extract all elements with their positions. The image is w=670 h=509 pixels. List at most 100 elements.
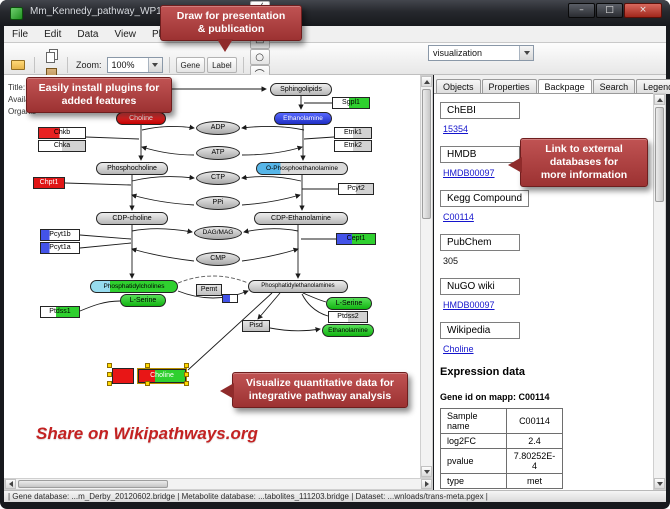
pathway-node-ethanolamine[interactable]: Ethanolamine — [274, 112, 332, 125]
maximize-button[interactable]: □ — [596, 3, 623, 18]
zoom-select[interactable]: 100% — [106, 57, 163, 73]
table-cell-value: C00114 — [506, 408, 563, 434]
pathway-node-box[interactable] — [112, 368, 134, 384]
scroll-right-icon[interactable] — [421, 479, 432, 489]
pathway-node-ethanolamine[interactable]: Ethanolamine — [322, 324, 374, 337]
pathway-node-pcyt2[interactable]: Pcyt2 — [338, 183, 374, 195]
pathway-node-adp[interactable]: ADP — [196, 121, 240, 135]
pathway-node-cdp-choline[interactable]: CDP-choline — [96, 212, 168, 225]
menu-bar: FileEditDataViewPluginsHelp — [4, 26, 666, 43]
pathway-node-phosphatidylethanolamines[interactable]: Phosphatidylethanolamines — [248, 280, 348, 293]
pathway-node-chpt1[interactable]: Chpt1 — [33, 177, 65, 189]
menu-item-edit[interactable]: Edit — [44, 28, 62, 40]
callout-arrow-icon — [220, 383, 234, 399]
table-cell-value: 7.80252E-4 — [506, 448, 563, 474]
visualization-select[interactable]: visualization — [428, 45, 534, 61]
visualization-value: visualization — [433, 48, 483, 58]
backpage-link[interactable]: HMDB00097 — [443, 168, 495, 178]
copy-button[interactable] — [41, 47, 61, 65]
pathway-node-pemt[interactable]: Pemt — [196, 284, 222, 296]
tab-backpage[interactable]: Backpage — [537, 79, 592, 95]
toolbar-buttons: Zoom: 100% Gene Label ╱→▭○⌒[⌐∟ — [8, 1, 270, 129]
pathway-node-cdp-ethanolamine[interactable]: CDP-Ethanolamine — [254, 212, 348, 225]
scrollbar-thumb[interactable] — [18, 480, 168, 488]
menu-item-view[interactable]: View — [114, 28, 136, 40]
callout-install-plugins: Easily install plugins for added feature… — [26, 77, 172, 113]
callout-arrow-icon — [508, 157, 522, 173]
backpage-link[interactable]: HMDB00097 — [443, 300, 495, 310]
scrollbar-thumb[interactable] — [655, 107, 664, 202]
pathway-node-phosphatidylcholines[interactable]: Phosphatidylcholines — [90, 280, 178, 293]
pathway-node-pcyt1a[interactable]: Pcyt1a — [40, 242, 80, 254]
pathway-node-l-serine[interactable]: L-Serine — [120, 294, 166, 307]
callout-draw-for-presentation: Draw for presentation & publication — [160, 5, 302, 52]
tab-objects[interactable]: Objects — [436, 79, 481, 94]
menu-item-data[interactable]: Data — [77, 28, 99, 40]
ellipse-tool-button[interactable]: ○ — [249, 49, 270, 65]
window-titlebar: Mm_Kennedy_pathway_WP1771_45176.gpml – □… — [0, 0, 670, 26]
backpage-section-header: HMDB — [440, 146, 520, 163]
pathway-info-label: Organis — [8, 107, 37, 116]
scroll-down-icon[interactable] — [421, 466, 432, 477]
chevron-down-icon[interactable] — [519, 46, 533, 60]
canvas-horizontal-scrollbar[interactable] — [4, 478, 433, 490]
callout-text: integrative pathway analysis — [248, 390, 392, 402]
pathway-node-choline[interactable]: Choline — [116, 112, 166, 125]
pathway-node-etnk2[interactable]: Etnk2 — [334, 140, 372, 152]
canvas-vertical-scrollbar[interactable] — [420, 75, 433, 478]
new-file-button[interactable] — [8, 38, 28, 56]
pathway-node-o-phosphoethanolamine[interactable]: O-Phosphoethanolamine — [256, 162, 348, 175]
pathway-node-chkb[interactable]: Chkb — [38, 127, 86, 139]
menu-item-file[interactable]: File — [12, 28, 29, 40]
minimize-button[interactable]: – — [568, 3, 595, 18]
backpage-link[interactable]: C00114 — [443, 212, 474, 222]
backpage-link[interactable]: 15354 — [443, 124, 469, 134]
open-file-button[interactable] — [8, 56, 28, 74]
pathway-node-cept1[interactable]: Cept1 — [336, 233, 376, 245]
close-button[interactable]: × — [624, 3, 662, 18]
pathway-node-l-serine[interactable]: L-Serine — [326, 297, 372, 310]
tab-properties[interactable]: Properties — [481, 79, 537, 94]
pathway-node-ctp[interactable]: CTP — [196, 171, 240, 185]
open-file-icon — [11, 60, 25, 70]
table-cell-key: pvalue — [440, 448, 507, 474]
scrollbar-thumb[interactable] — [422, 89, 431, 219]
pathway-node-ppi[interactable]: PPi — [196, 196, 240, 210]
scroll-up-icon[interactable] — [654, 94, 665, 105]
window-controls: – □ × — [568, 3, 662, 18]
pathway-node-atp[interactable]: ATP — [196, 146, 240, 160]
pathway-node-pcyt1b[interactable]: Pcyt1b — [40, 229, 80, 241]
pathway-node-sphingolipids[interactable]: Sphingolipids — [270, 83, 332, 96]
pathway-node-sgpl1[interactable]: Sgpl1 — [332, 97, 370, 109]
scroll-left-icon[interactable] — [5, 479, 16, 489]
pathway-node-chka[interactable]: Chka — [38, 140, 86, 152]
pathway-node-box[interactable] — [222, 294, 238, 303]
pathway-node-ptdss1[interactable]: Ptdss1 — [40, 306, 80, 318]
backpage-link[interactable]: Choline — [443, 344, 474, 354]
tab-legend[interactable]: Legend — [636, 79, 670, 94]
table-cell-key: log2FC — [440, 433, 507, 449]
scroll-down-icon[interactable] — [654, 478, 665, 489]
backpage-section-header: PubChem — [440, 234, 520, 251]
scroll-up-icon[interactable] — [421, 76, 432, 87]
backpage-section-header: ChEBI — [440, 102, 520, 119]
label-tool-button[interactable]: Label — [207, 57, 237, 73]
pathway-node-pisd[interactable]: Pisd — [242, 320, 270, 332]
chevron-down-icon[interactable] — [147, 58, 162, 72]
callout-text: Easily install plugins for — [38, 82, 160, 94]
panel-vertical-scrollbar[interactable] — [653, 93, 666, 490]
callout-visualize-data: Visualize quantitative data for integrat… — [220, 372, 408, 408]
pathway-node-ptdss2[interactable]: Ptdss2 — [328, 311, 368, 323]
backpage-section-header: Wikipedia — [440, 322, 520, 339]
callout-text: Link to external — [545, 143, 623, 155]
datanode-tool-button[interactable]: Gene — [175, 57, 206, 73]
pathway-node-dag-mag[interactable]: DAG/MAG — [194, 226, 242, 240]
pathway-node-phosphocholine[interactable]: Phosphocholine — [96, 162, 168, 175]
tab-search[interactable]: Search — [592, 79, 636, 94]
pathway-node-etnk1[interactable]: Etnk1 — [334, 127, 372, 139]
pathway-node-cmp[interactable]: CMP — [196, 252, 240, 266]
